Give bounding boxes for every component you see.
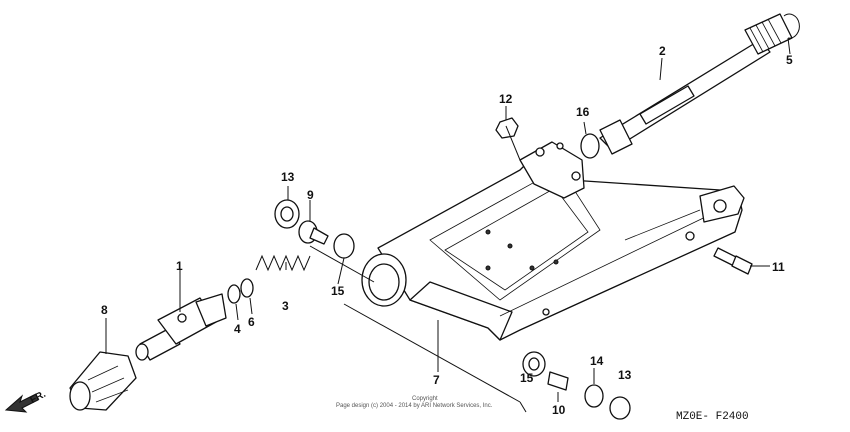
bolt[interactable] [713,247,753,275]
needle-bearing[interactable] [333,233,355,259]
callout-4: 4 [234,322,241,336]
drive-shaft[interactable] [599,13,793,155]
callout-15-lower: 15 [520,371,534,385]
front-arrow-icon [4,393,39,413]
rubber-boot[interactable] [69,351,137,411]
copyright-line1: Copyright [412,396,438,402]
copyright-line2: Page design (c) 2004 - 2014 by ARI Netwo… [336,403,493,409]
callout-12: 12 [499,92,513,106]
callout-3: 3 [282,299,289,313]
callout-10: 10 [552,403,566,417]
leader-lines [105,37,791,413]
callout-13-lower: 13 [618,368,632,382]
callout-13-upper: 13 [281,170,295,184]
washer[interactable] [240,278,254,298]
pivot-bolt-lower[interactable] [547,371,569,391]
bearing-lower[interactable] [522,351,546,377]
locknut[interactable] [584,384,604,408]
callout-1: 1 [176,259,183,273]
callout-16: 16 [576,105,590,119]
bearing-seal-lower[interactable] [609,396,631,420]
oil-seal[interactable] [580,133,600,159]
callout-7: 7 [433,373,440,387]
pivot-bolt[interactable] [298,220,329,245]
callout-5: 5 [786,53,793,67]
callout-9: 9 [307,188,314,202]
universal-joint[interactable] [135,293,227,361]
callout-11: 11 [772,260,785,274]
callout-6: 6 [248,315,255,329]
callout-15-upper: 15 [331,284,345,298]
callout-14: 14 [590,354,604,368]
diagram-code: MZ0E- F2400 [676,411,749,423]
oil-seal-small[interactable] [227,284,241,304]
circlip[interactable] [783,13,800,39]
swingarm[interactable] [361,141,745,341]
callout-8: 8 [101,303,108,317]
spring[interactable] [255,254,311,272]
callout-2: 2 [659,44,666,58]
bearing[interactable] [274,199,300,229]
